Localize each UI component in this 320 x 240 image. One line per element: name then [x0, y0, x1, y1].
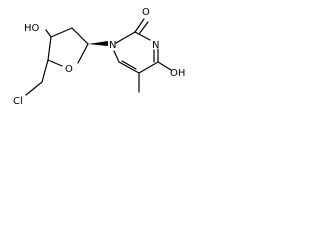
bond-c5b-c6b — [118, 61, 140, 74]
bond-c3-c2 — [50, 27, 73, 38]
bond-c6b-n1 — [113, 50, 120, 63]
label-ring-oxygen: O — [65, 64, 73, 75]
bond-c2b-n3 — [134, 31, 151, 41]
bond-c1-o4 — [77, 43, 89, 64]
molecule-structure: HO O Cl N N O OH — [13, 7, 185, 107]
label-n3: N — [152, 40, 159, 51]
bond-n1-c2b — [115, 31, 136, 44]
bond-o4-c4 — [47, 59, 63, 67]
bond-c2b-o-b — [138, 21, 149, 35]
bond-c4b-c5b — [138, 61, 159, 74]
bond-c4b-oh — [157, 61, 172, 71]
bond-c5-cl — [25, 81, 43, 96]
label-hydroxyl-base: OH — [170, 68, 185, 79]
bond-c4-c5 — [41, 59, 49, 83]
label-carbonyl-oxygen: O — [142, 7, 150, 18]
bond-c2-c1 — [71, 27, 89, 45]
bond-c5b-c6b-double — [121, 60, 137, 70]
bond-c3-hydroxyl — [45, 29, 52, 38]
bond-c1-n1-wedge — [88, 41, 108, 46]
bond-c2b-o-a — [134, 18, 145, 33]
label-hydroxyl-sugar: HO — [24, 23, 40, 34]
label-chlorine: Cl — [13, 96, 23, 107]
label-n1: N — [109, 40, 116, 51]
bond-c4-c3 — [47, 36, 52, 61]
